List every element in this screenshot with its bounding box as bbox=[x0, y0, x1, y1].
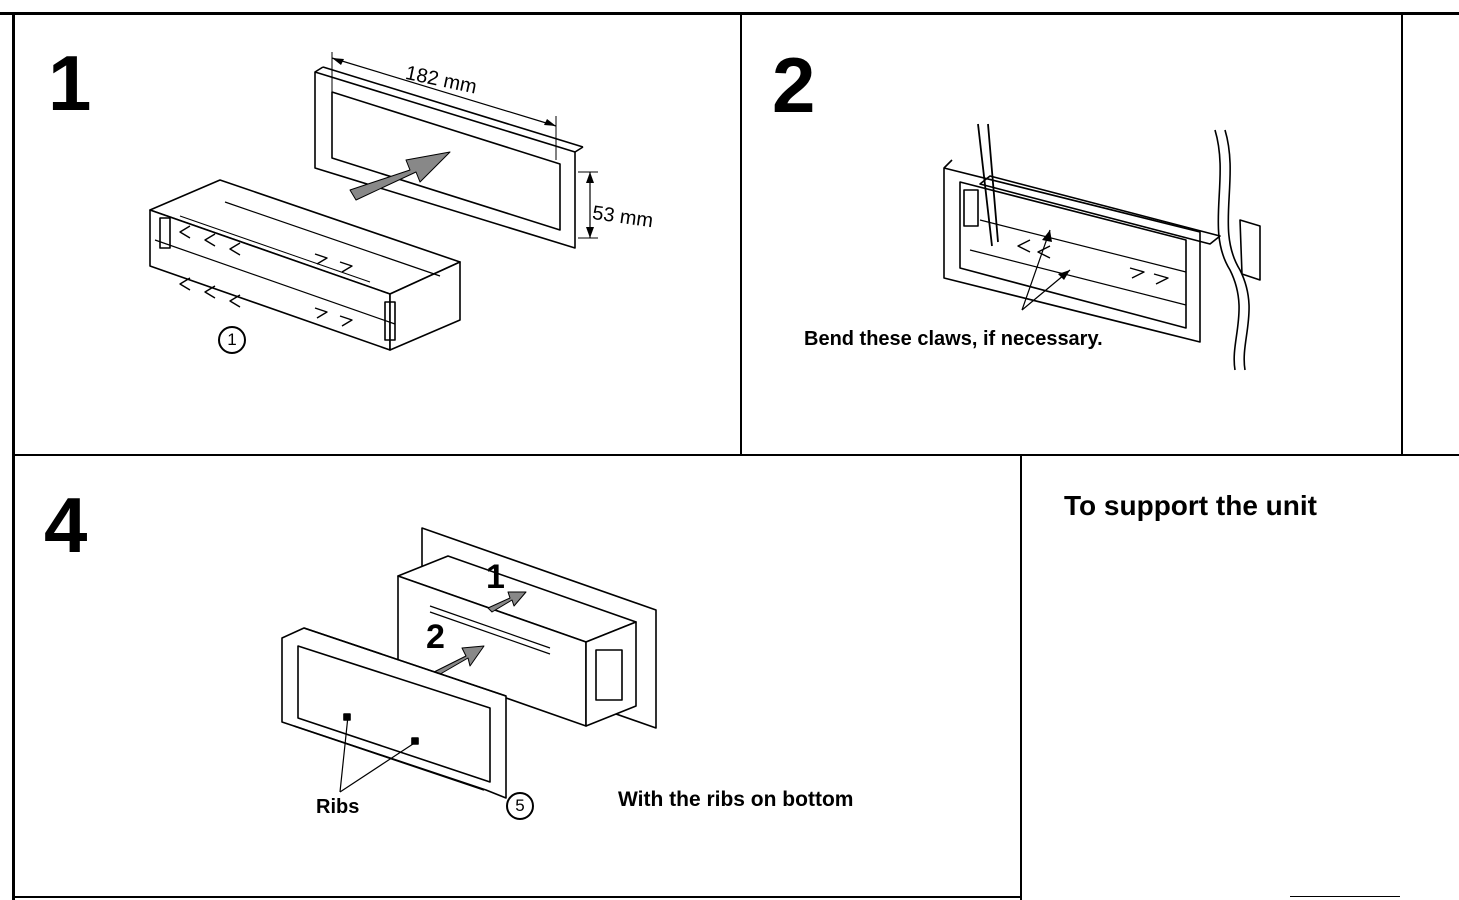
insert-arrow bbox=[350, 152, 450, 200]
step-2-number: 2 bbox=[772, 41, 815, 129]
dash-opening-inner bbox=[960, 182, 1186, 328]
horizontal-divider bbox=[12, 454, 1459, 456]
step-4-illustration bbox=[270, 520, 670, 810]
step-1-number: 1 bbox=[48, 39, 91, 127]
arrow-2-label: 2 bbox=[426, 618, 445, 656]
step-2-illustration bbox=[930, 120, 1270, 380]
frame-outer bbox=[315, 72, 575, 248]
bottom-border-right bbox=[1290, 896, 1400, 897]
step-4-number: 4 bbox=[44, 481, 87, 569]
arrow-1 bbox=[488, 592, 526, 612]
part-number-badge: 1 bbox=[218, 326, 246, 354]
left-border bbox=[12, 12, 15, 900]
bottom-border bbox=[12, 896, 1022, 898]
frame-inner bbox=[332, 92, 560, 230]
top-border bbox=[0, 12, 1459, 15]
divider-step2-right bbox=[1401, 12, 1403, 456]
divider-step1-step2 bbox=[740, 12, 742, 456]
divider-step4-support bbox=[1020, 456, 1022, 900]
front-plate-inner bbox=[298, 646, 490, 782]
step-2-caption: Bend these claws, if necessary. bbox=[804, 328, 1103, 350]
arrow-1-label: 1 bbox=[486, 558, 505, 596]
ribs-label: Ribs bbox=[316, 796, 360, 818]
step-1-illustration bbox=[120, 40, 680, 370]
support-heading: To support the unit bbox=[1064, 490, 1317, 521]
dash-opening-outer bbox=[944, 168, 1200, 342]
part-number-badge: 5 bbox=[506, 792, 534, 820]
step-4-caption: With the ribs on bottom bbox=[618, 788, 854, 811]
sleeve-side bbox=[390, 262, 460, 350]
